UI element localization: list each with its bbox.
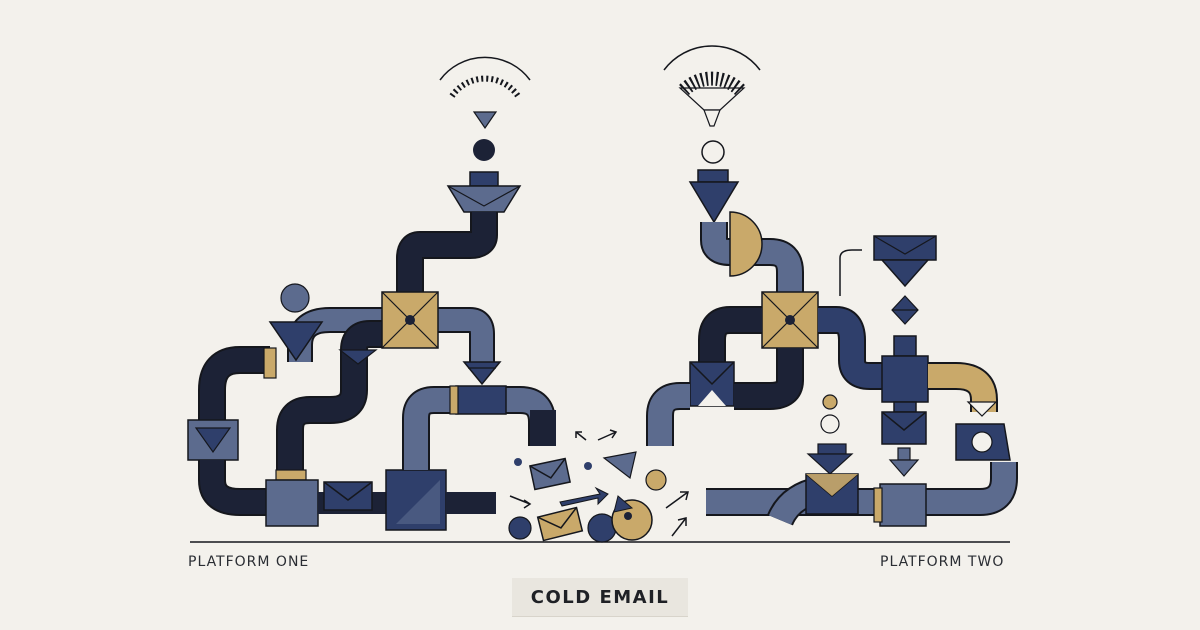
arrow-icon <box>509 429 689 537</box>
cold-email-label: COLD EMAIL <box>512 578 688 617</box>
junction-box <box>761 291 819 349</box>
circle-icon <box>701 140 725 164</box>
circle-icon <box>514 458 522 466</box>
junction-box <box>381 291 439 349</box>
funnel-icon <box>446 171 522 213</box>
left-pipe-network <box>187 56 556 531</box>
valve-box <box>265 479 319 527</box>
envelope-icon <box>536 506 584 542</box>
funnel-icon <box>806 443 854 475</box>
envelope-icon <box>323 481 373 511</box>
platform-one-label: PLATFORM ONE <box>188 554 310 570</box>
arrow-icon <box>888 447 920 477</box>
scattered-emails <box>508 429 689 543</box>
funnel-icon <box>955 423 1011 461</box>
circle-icon <box>584 462 592 470</box>
envelope-icon <box>529 457 571 491</box>
valve-box <box>879 483 927 527</box>
circle-icon <box>280 283 310 313</box>
envelope-icon <box>881 411 927 445</box>
circle-icon <box>508 516 532 540</box>
right-pipe-network <box>646 45 1018 527</box>
shape-icon <box>602 451 637 480</box>
circle-icon <box>822 394 838 410</box>
circle-icon <box>820 414 840 434</box>
funnel-icon <box>873 235 937 288</box>
platform-two-label: PLATFORM TWO <box>880 554 1005 570</box>
wifi-signal-icon <box>439 56 531 130</box>
envelope-icon <box>805 473 859 515</box>
circle-icon <box>645 469 667 491</box>
circle-icon <box>473 139 495 161</box>
arrow-icon <box>559 486 609 507</box>
funnel-icon <box>688 169 740 224</box>
wifi-signal-icon <box>663 45 761 127</box>
envelope-icon <box>689 361 735 407</box>
